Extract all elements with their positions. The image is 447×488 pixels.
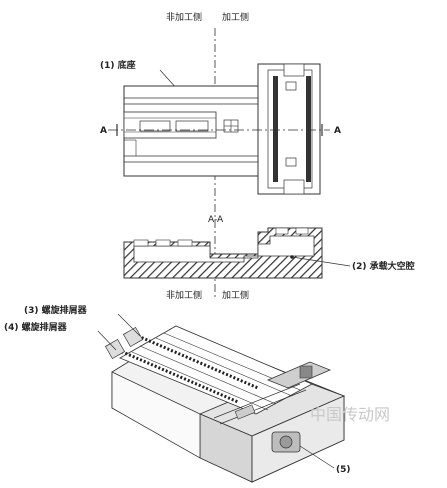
screw-conveyor-right — [137, 334, 259, 390]
label-screw-conveyor-4: (4) 螺旋排屑器 — [4, 321, 68, 333]
section-mark-right: A — [334, 126, 341, 136]
label-base: (1) 底座 — [100, 59, 136, 71]
label-outlet: (5) — [336, 465, 351, 475]
section-title: A-A — [208, 215, 224, 225]
side-label-machining-2: 加工侧 — [222, 289, 249, 301]
isometric-view: (5) (3) 螺旋排屑器 (4) 螺旋排屑器 中国传动网 — [4, 304, 390, 483]
side-label-non-machining: 非加工侧 — [166, 11, 202, 23]
screw-conveyor-left — [117, 348, 239, 404]
side-label-non-machining-2: 非加工侧 — [166, 289, 202, 301]
plan-view: 非加工侧 加工侧 (1) 底座 A — [100, 11, 341, 300]
section-view-aa: A-A (2) 承载大空腔 非加工侧 加工侧 — [123, 215, 415, 301]
leader-outlet — [299, 445, 335, 469]
leader-cavity — [291, 256, 351, 267]
label-cavity: (2) 承载大空腔 — [352, 260, 415, 272]
watermark: 中国传动网 — [310, 405, 390, 424]
label-screw-conveyor-3: (3) 螺旋排屑器 — [24, 304, 88, 316]
side-label-machining: 加工侧 — [222, 11, 249, 23]
section-mark-left: A — [100, 126, 107, 136]
leader-3 — [117, 313, 141, 337]
cavity — [133, 235, 315, 263]
leader-4 — [97, 330, 117, 351]
